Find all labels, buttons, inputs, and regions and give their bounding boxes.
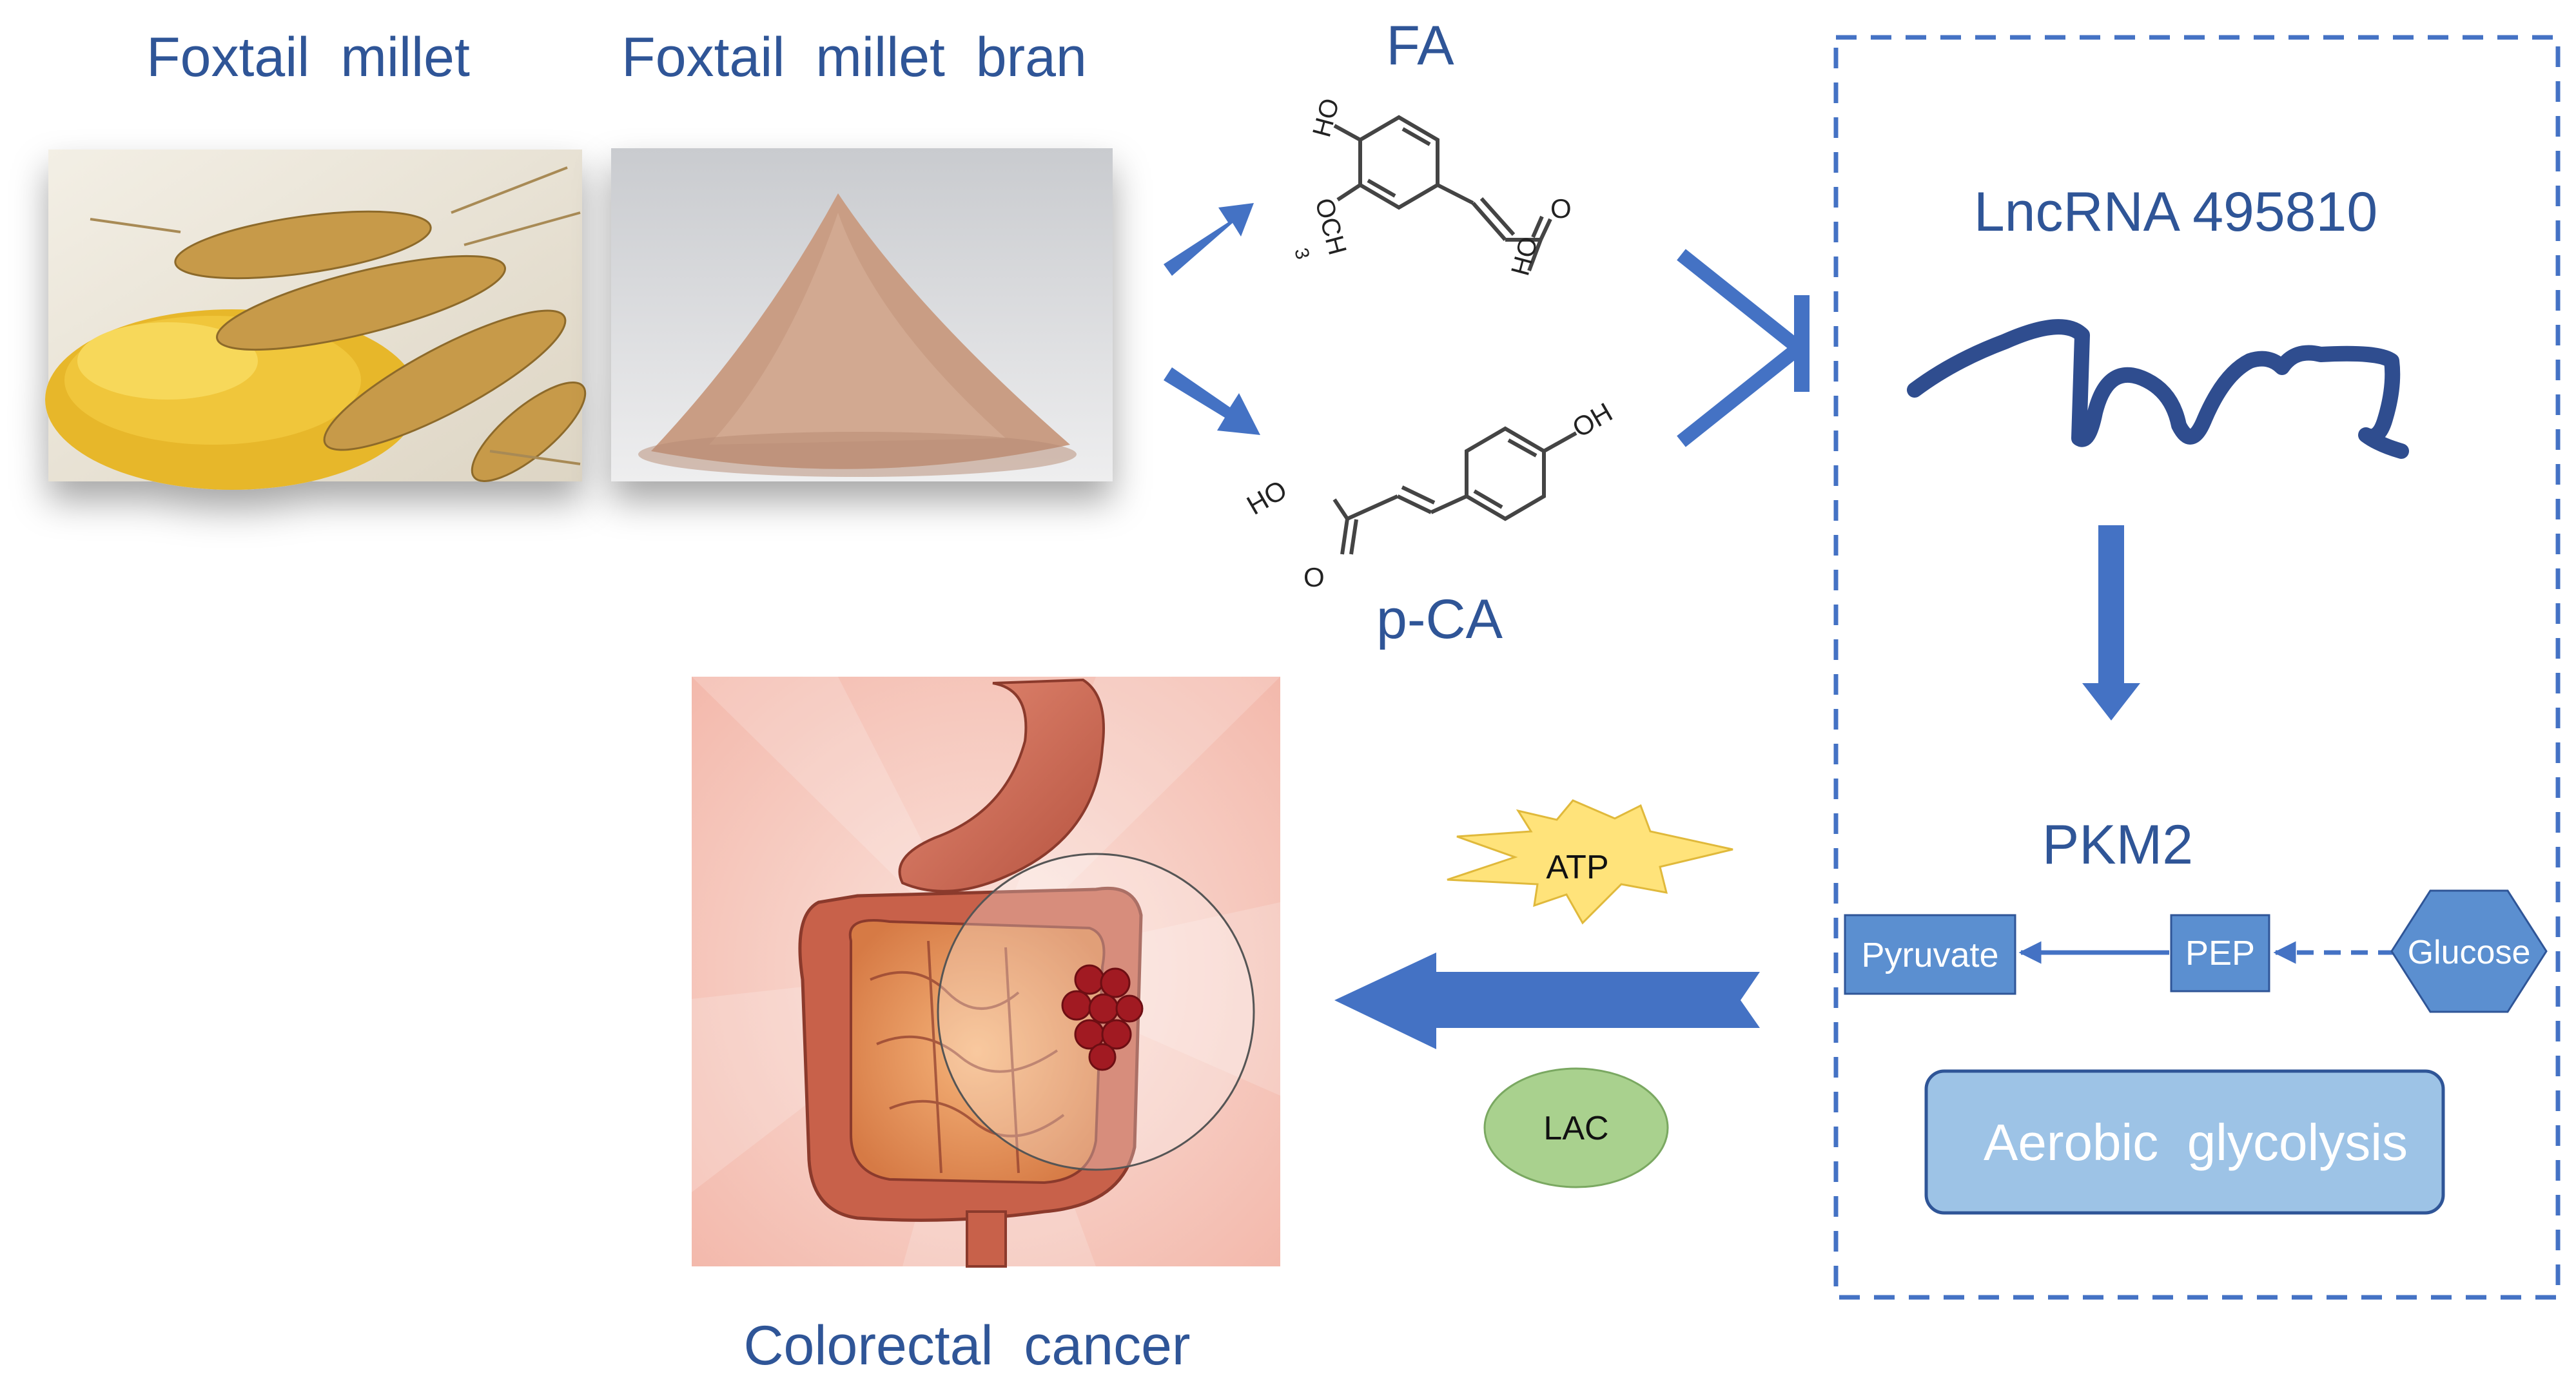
lac-ellipse	[1483, 1067, 1669, 1188]
arrow-lncrna-to-pkm2	[2082, 525, 2140, 721]
fa-structure	[1333, 115, 1552, 272]
pyruvate-box	[1844, 914, 2016, 995]
inhibition-symbol	[1677, 249, 1810, 447]
fa-oh-top: HO	[1307, 95, 1345, 140]
bran-powder-photo	[611, 148, 1113, 481]
rna-squiggle	[1907, 319, 2409, 459]
mechanism-box	[1833, 35, 2561, 1300]
foxtail-millet-label: Foxtail millet	[146, 26, 470, 88]
pca-o: O	[1303, 562, 1325, 592]
atp-star	[1447, 799, 1733, 925]
fa-och3: OCH	[1309, 195, 1352, 258]
pca-ho: HO	[1242, 474, 1292, 521]
fa-label: FA	[1386, 15, 1454, 77]
aerobic-glycolysis-box	[1924, 1069, 2445, 1215]
arrow-to-fa	[1164, 203, 1254, 276]
pyruvate-label: Pyruvate	[1861, 936, 1998, 974]
arrow-to-pca	[1164, 367, 1260, 435]
fa-o: O	[1550, 193, 1572, 224]
pep-box	[2170, 914, 2270, 992]
millet-grain-photo	[45, 150, 587, 490]
arrow-to-colorectal	[1334, 953, 1760, 1049]
pkm2-label: PKM2	[2042, 814, 2193, 876]
glucose-label: Glucose	[2408, 934, 2531, 971]
intestine-illustration	[692, 677, 1280, 1268]
foxtail-millet-bran-label: Foxtail millet bran	[621, 26, 1087, 88]
pca-label: p-CA	[1376, 588, 1503, 650]
pca-oh: OH	[1567, 397, 1617, 443]
lac-label: LAC	[1543, 1110, 1608, 1147]
pep-label: PEP	[2185, 934, 2255, 973]
fa-sub3: 3	[1290, 246, 1313, 262]
glucose-hexagon	[2390, 889, 2548, 1013]
lncrna-label: LncRNA 495810	[1974, 181, 2377, 243]
atp-label: ATP	[1546, 849, 1608, 886]
pca-structure	[1332, 426, 1577, 555]
colorectal-cancer-label: Colorectal cancer	[743, 1315, 1190, 1377]
aerobic-glycolysis-label: Aerobic glycolysis	[1984, 1114, 2408, 1171]
